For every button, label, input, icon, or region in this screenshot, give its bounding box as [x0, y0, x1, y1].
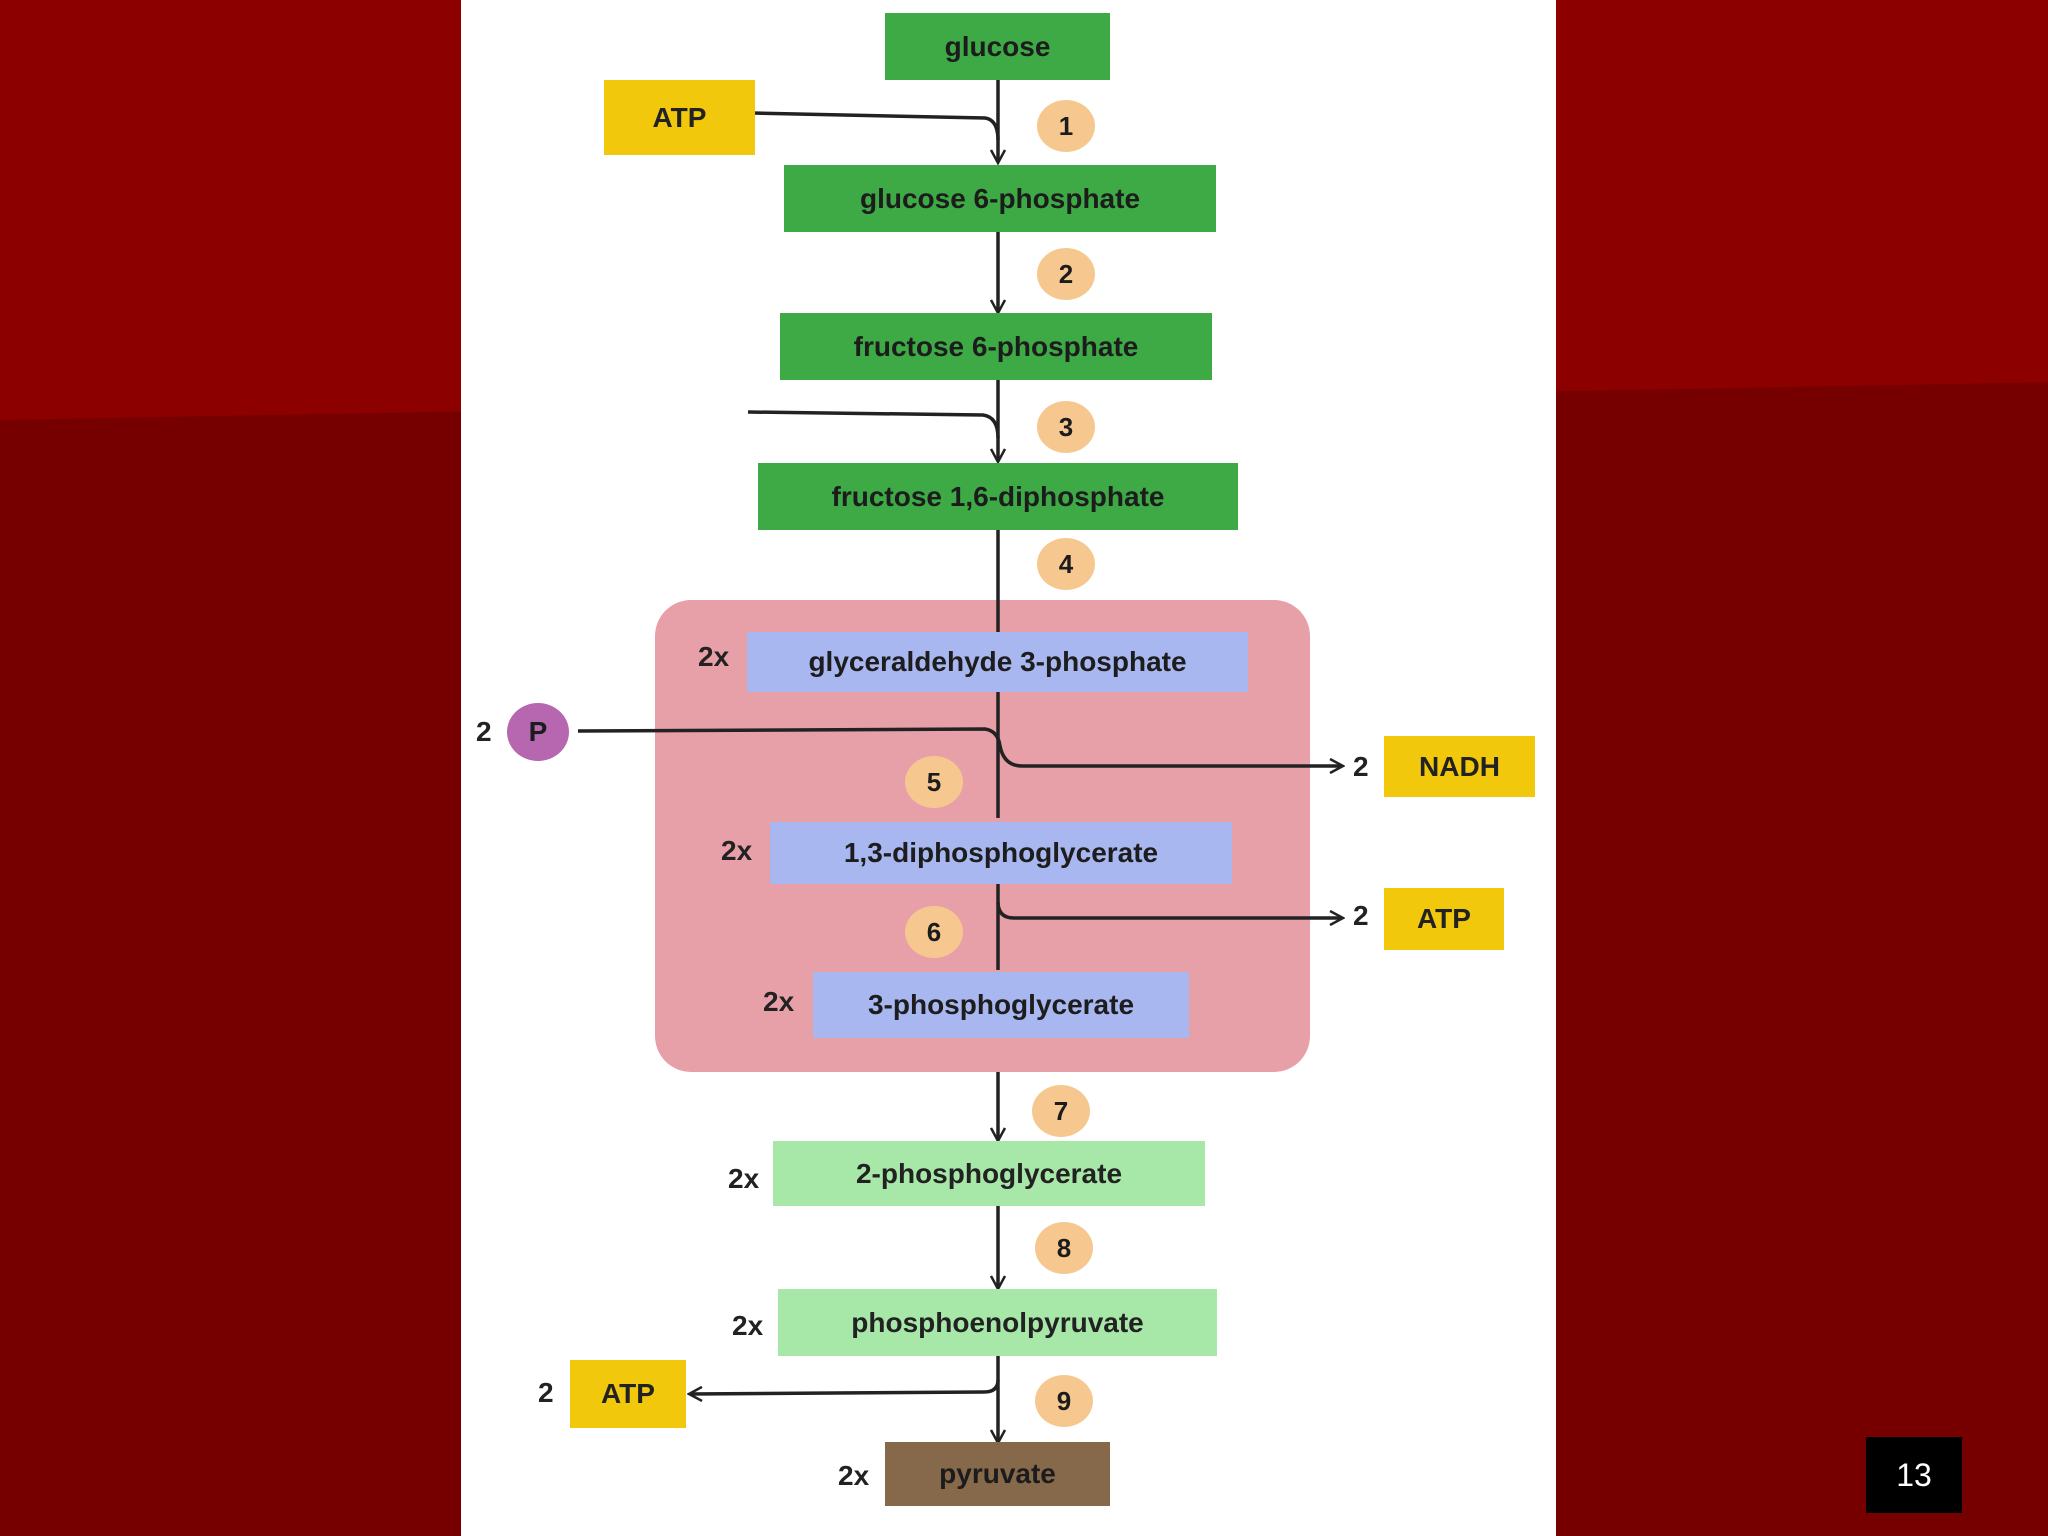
atp-step9-count: 2: [538, 1377, 554, 1408]
step-4-badge: 4: [1037, 538, 1095, 590]
step-5-badge: 5: [905, 756, 963, 808]
step-3-badge: 3: [1037, 401, 1095, 453]
step-9-badge: 9: [1035, 1375, 1093, 1427]
pep-multiplier: 2x: [732, 1310, 764, 1341]
phosphate-circle: P: [507, 703, 569, 761]
step-2-badge: 2: [1037, 248, 1095, 300]
phosphoenolpyruvate-box: phosphoenolpyruvate: [778, 1289, 1217, 1356]
pg2-multiplier: 2x: [728, 1163, 760, 1194]
pyruvate-multiplier: 2x: [838, 1460, 870, 1491]
pyruvate-box: pyruvate: [885, 1442, 1110, 1506]
nadh-count: 2: [1353, 751, 1369, 782]
slide-number: 13: [1866, 1437, 1962, 1513]
fructose-1-6-diphosphate-box: fructose 1,6-diphosphate: [758, 463, 1238, 530]
glucose-6-phosphate-box: glucose 6-phosphate: [784, 165, 1216, 232]
atp-step9-output-box: ATP: [570, 1360, 686, 1428]
nadh-output-box: NADH: [1384, 736, 1535, 797]
dpg-multiplier: 2x: [721, 835, 753, 866]
atp-input-box: ATP: [604, 80, 755, 155]
2-phosphoglycerate-box: 2-phosphoglycerate: [773, 1141, 1205, 1206]
step-8-badge: 8: [1035, 1222, 1093, 1274]
atp-step6-count: 2: [1353, 900, 1369, 931]
step-6-badge: 6: [905, 906, 963, 958]
1-3-diphosphoglycerate-box: 1,3-diphosphoglycerate: [770, 822, 1232, 884]
phosphate-count: 2: [476, 716, 492, 747]
3-phosphoglycerate-box: 3-phosphoglycerate: [813, 972, 1189, 1038]
g3p-multiplier: 2x: [698, 641, 730, 672]
atp-step6-output-box: ATP: [1384, 888, 1504, 950]
step-7-badge: 7: [1032, 1085, 1090, 1137]
glyceraldehyde-3-phosphate-box: glyceraldehyde 3-phosphate: [747, 632, 1248, 692]
pg3-multiplier: 2x: [763, 986, 795, 1017]
glucose-box: glucose: [885, 13, 1110, 80]
step-1-badge: 1: [1037, 100, 1095, 152]
fructose-6-phosphate-box: fructose 6-phosphate: [780, 313, 1212, 380]
